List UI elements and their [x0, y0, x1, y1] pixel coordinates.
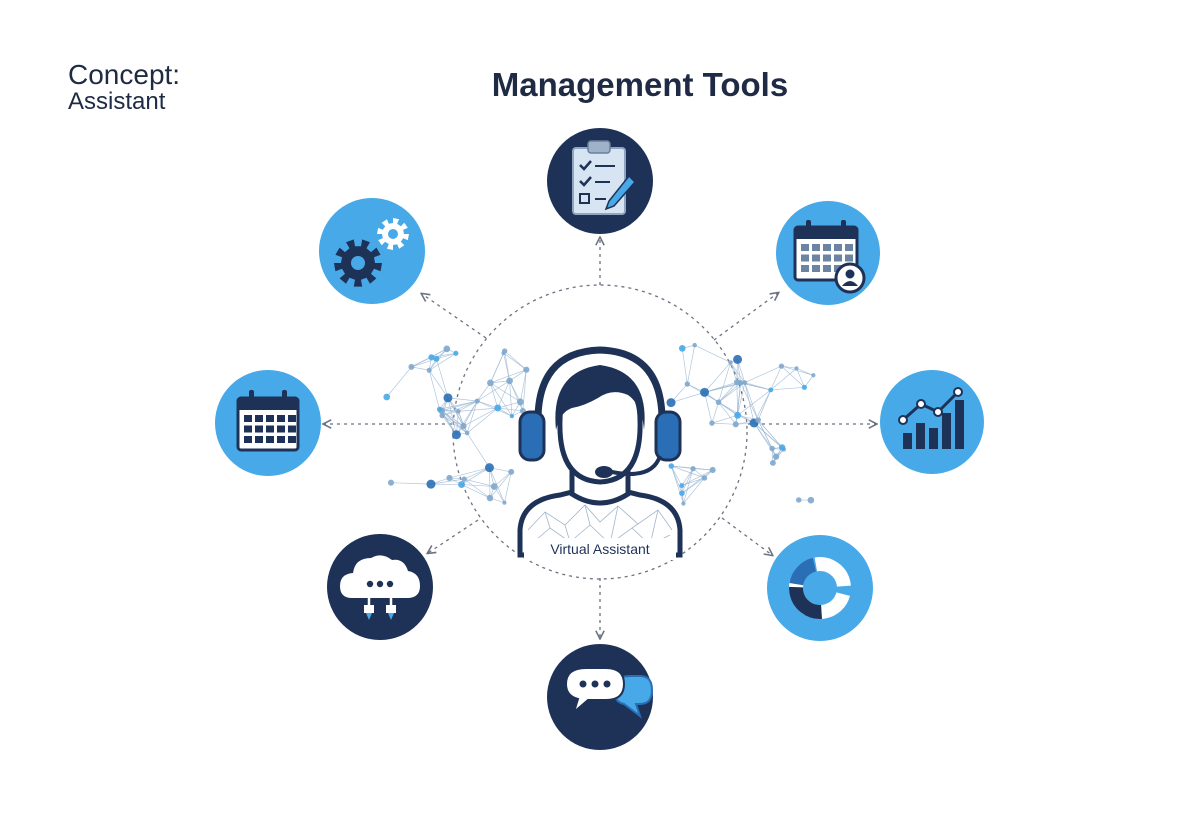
node-right[interactable]	[880, 370, 984, 474]
bar-chart-trend-icon	[898, 387, 964, 449]
calendar-user-icon	[793, 220, 866, 294]
connectors	[324, 238, 876, 638]
node-bottom-right[interactable]	[767, 535, 873, 641]
hub-label-bg	[524, 538, 676, 560]
cloud-sync-icon	[340, 555, 420, 620]
concept-label: Concept: Assistant	[68, 60, 180, 115]
node-top[interactable]	[547, 128, 653, 234]
chat-bubbles-icon	[564, 667, 654, 719]
connector-bottom-right	[721, 517, 772, 555]
node-top-left[interactable]	[319, 198, 425, 304]
node-top-right[interactable]	[776, 201, 880, 305]
calendar-icon	[236, 390, 300, 452]
headset-user-icon	[517, 346, 683, 558]
connector-bottom-left	[428, 519, 479, 553]
connector-top-right	[713, 293, 778, 341]
gears-icon	[334, 218, 409, 287]
concept-label-line2: Assistant	[68, 88, 166, 116]
hub-label: Virtual Assistant	[550, 541, 649, 557]
node-bottom-left[interactable]	[327, 534, 433, 640]
hub-circle	[452, 284, 748, 580]
node-bottom[interactable]	[547, 644, 654, 750]
checklist-clipboard-icon	[572, 140, 637, 215]
donut-chart-icon	[789, 557, 851, 619]
node-left[interactable]	[215, 370, 321, 476]
page-title: Management Tools	[491, 66, 789, 103]
concept-label-line1: Concept:	[68, 59, 181, 90]
connector-top-left	[422, 294, 487, 339]
network-mesh	[383, 342, 816, 506]
